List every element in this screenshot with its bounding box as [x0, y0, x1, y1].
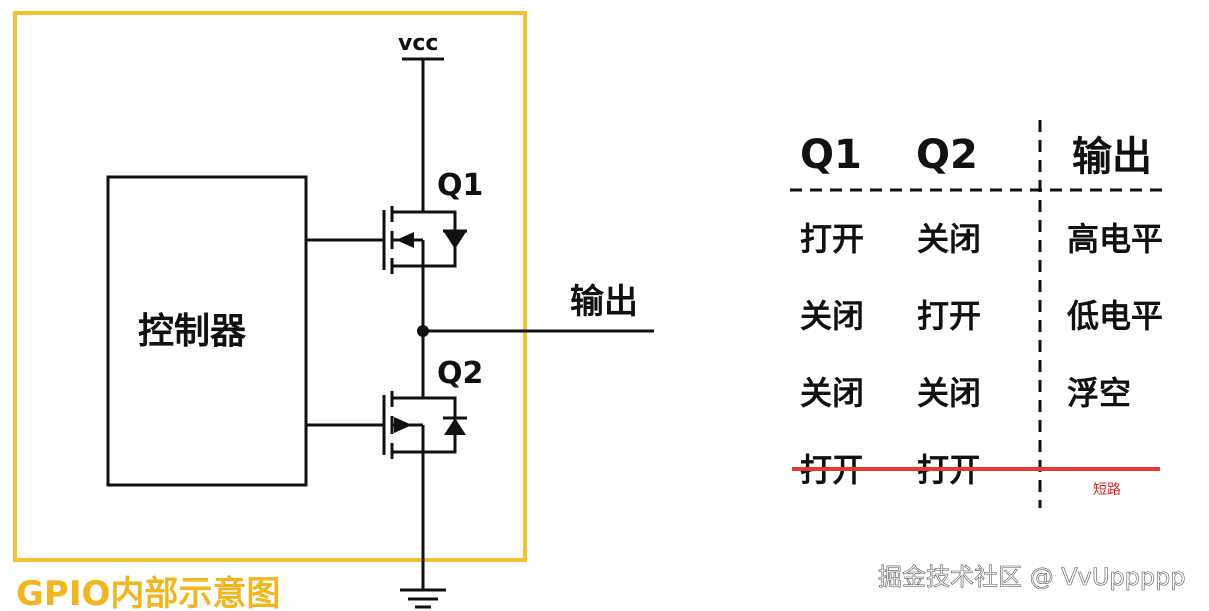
- table-cell: 低电平: [1067, 297, 1163, 335]
- q2-label: Q2: [437, 356, 483, 391]
- table-cell: 关闭: [800, 297, 864, 335]
- watermark: 掘金技术社区 @ VvUppppp: [878, 563, 1186, 591]
- table-cell: 打开: [917, 297, 981, 335]
- table-cell: 高电平: [1067, 220, 1163, 258]
- controller-label: 控制器: [138, 311, 247, 352]
- q1-arrow: [396, 232, 414, 248]
- short-circuit-note: 短路: [1093, 482, 1121, 498]
- gpio-frame: [13, 11, 527, 562]
- gpio-caption: GPIO内部示意图: [16, 574, 280, 611]
- q1-mosfet: [306, 206, 457, 330]
- table-header-q2: Q2: [916, 132, 978, 178]
- truth-table: Q1 Q2 输出 打开 关闭 高电平 关闭 打开 低电平 关闭 关闭 浮空 打开…: [790, 120, 1166, 508]
- controller-box: [106, 175, 308, 487]
- ground-symbol: [400, 588, 446, 609]
- table-cell: 关闭: [800, 374, 864, 412]
- output-label: 输出: [570, 282, 638, 322]
- table-header-output: 输出: [1072, 134, 1152, 180]
- q1-diode: [444, 232, 466, 249]
- vcc-label: vcc: [398, 31, 438, 56]
- table-cell: 浮空: [1067, 374, 1131, 412]
- table-cell: 打开: [800, 220, 864, 258]
- table-header-q1: Q1: [800, 132, 862, 178]
- q2-mosfet: [306, 331, 457, 590]
- q1-label: Q1: [437, 168, 483, 203]
- q2-arrow: [394, 417, 412, 433]
- q2-diode: [444, 418, 466, 435]
- table-cell: 关闭: [917, 220, 981, 258]
- table-cell: 关闭: [917, 374, 981, 412]
